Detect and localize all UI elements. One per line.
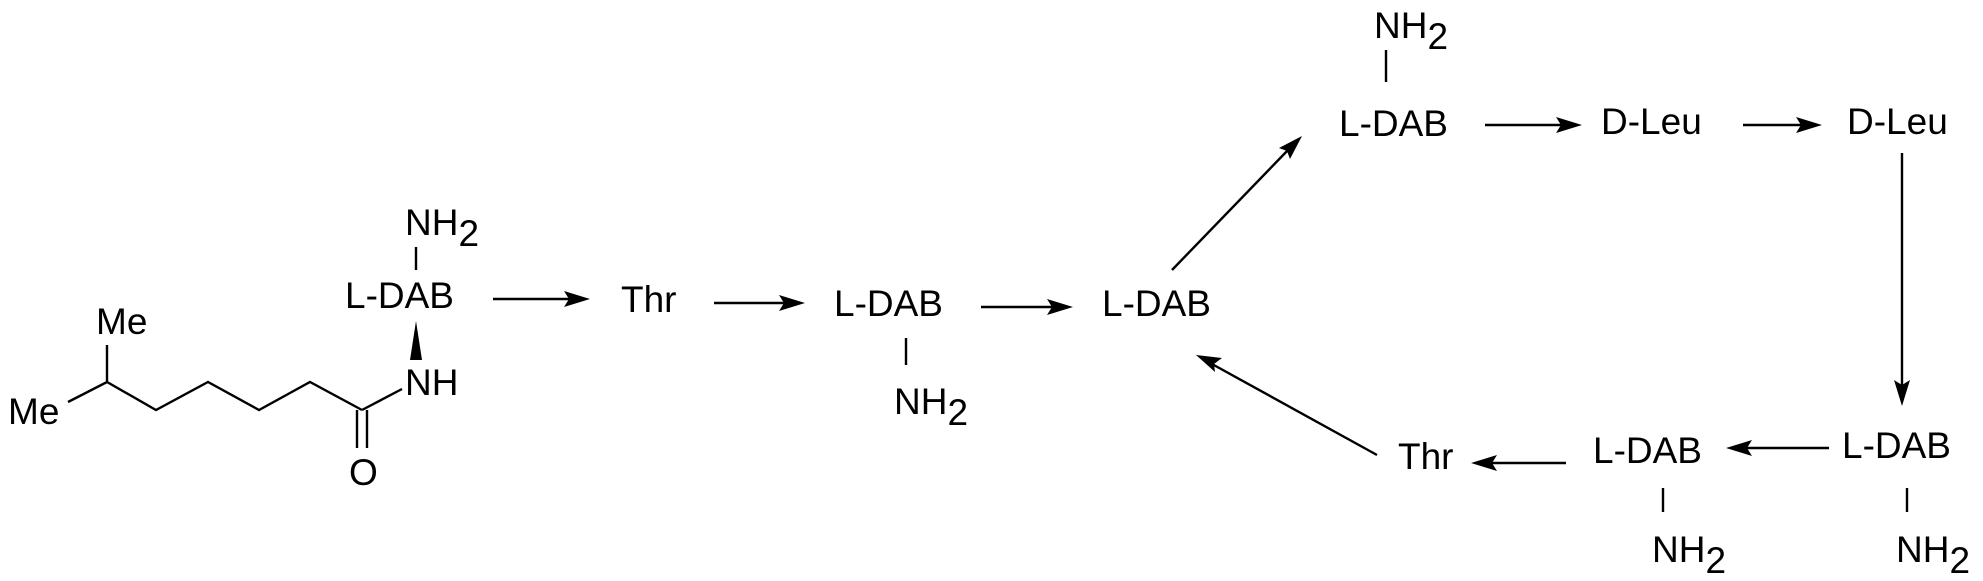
arrow-dab3-to-dab4 — [1171, 136, 1302, 271]
acyl-chain: Me Me O NH — [8, 301, 458, 493]
residue-dleu-1: D-Leu — [1601, 101, 1702, 142]
residue-dab-4: NH2 L-DAB — [1339, 5, 1448, 144]
residue-label: L-DAB — [345, 275, 454, 316]
arrow-dab2-to-dab3 — [981, 299, 1073, 315]
stereo-wedge-bond — [410, 321, 422, 360]
amino-group-label: NH2 — [1896, 529, 1970, 581]
amino-group-label: NH2 — [1652, 529, 1726, 581]
residue-label: L-DAB — [1339, 103, 1448, 144]
residue-dab-5: L-DAB NH2 — [1842, 425, 1970, 581]
alkyl-chain-bonds — [67, 380, 363, 412]
residue-dab-3: L-DAB — [1102, 283, 1211, 324]
residue-thr-1: Thr — [621, 279, 677, 320]
amino-group-label: NH2 — [894, 381, 968, 433]
residue-thr-2: Thr — [1398, 436, 1454, 477]
residue-label: L-DAB — [1842, 425, 1951, 466]
residue-label: L-DAB — [1593, 430, 1702, 471]
methyl-left-label: Me — [8, 391, 59, 432]
arrow-dab1-to-thr1 — [493, 291, 590, 307]
residue-dleu-2: D-Leu — [1847, 101, 1948, 142]
amide-nh-label: NH — [405, 362, 458, 403]
residue-dab-2: L-DAB NH2 — [834, 283, 968, 433]
arrow-dab5-to-dab6 — [1726, 440, 1829, 456]
arrow-dleu2-to-dab5 — [1894, 153, 1910, 406]
amino-group-label: NH2 — [1374, 5, 1448, 57]
arrow-thr1-to-dab2 — [714, 295, 805, 311]
arrow-dab6-to-thr2 — [1471, 455, 1566, 471]
residue-dab-6: L-DAB NH2 — [1593, 430, 1726, 581]
carbonyl-oxygen-label: O — [349, 452, 378, 493]
arrow-dab4-to-dleu1 — [1485, 117, 1582, 133]
residue-label: L-DAB — [834, 283, 943, 324]
arrows — [493, 117, 1910, 471]
amino-group-label: NH2 — [405, 202, 479, 254]
bond-carbonyl-nh — [361, 387, 403, 412]
residue-dab-1: NH2 L-DAB — [345, 202, 479, 316]
arrow-dleu1-to-dleu2 — [1743, 117, 1822, 133]
arrow-thr2-to-dab3 — [1196, 355, 1378, 457]
methyl-top-label: Me — [96, 301, 147, 342]
